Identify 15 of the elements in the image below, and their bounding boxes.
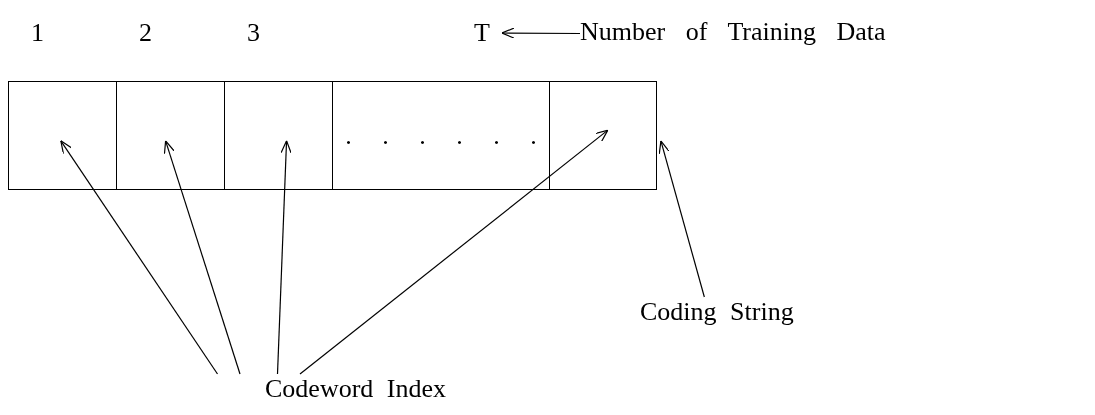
label-text: Coding String	[640, 297, 805, 327]
cell-number: 1	[31, 20, 44, 46]
label-text: Number of Training Data	[580, 17, 1092, 47]
arrow	[276, 140, 292, 375]
cell-label: T	[474, 18, 502, 48]
arrow	[299, 129, 609, 375]
string-box	[8, 81, 657, 190]
cell-number: 3	[247, 20, 260, 46]
arrow	[658, 140, 705, 298]
ellipsis-cell: . . . . . .	[333, 82, 549, 189]
label-text: Codeword Index	[210, 374, 460, 404]
arrow	[60, 140, 219, 375]
arrow	[163, 140, 241, 375]
arrow	[501, 27, 581, 39]
cell-number: 2	[139, 20, 152, 46]
